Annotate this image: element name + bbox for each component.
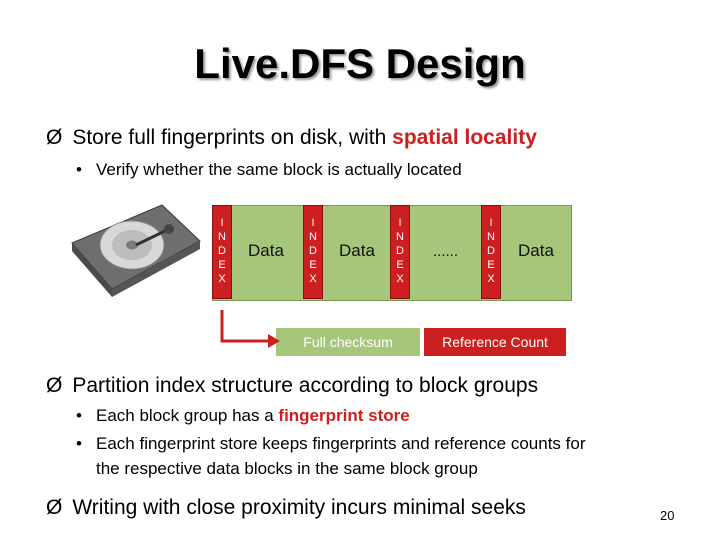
index-letters: I N D E X [487,217,495,285]
index-block-4: I N D E X [481,205,501,299]
bullet-2-sub-1-highlight: fingerprint store [278,406,410,425]
index-block-2: I N D E X [303,205,323,299]
bullet-2: Ø Partition index structure according to … [46,374,538,398]
dot-bullet-icon: • [76,160,82,179]
arrow-bullet-icon: Ø [46,126,63,149]
data-label-2: Data [339,241,375,260]
bullet-1-sub-1-text: Verify whether the same block is actuall… [96,160,462,179]
bullet-2-sub-2-line-1: Each fingerprint store keeps fingerprint… [96,434,586,453]
bullet-2-sub-2-continued: the respective data blocks in the same b… [96,459,478,479]
bullet-1-sub-1: • Verify whether the same block is actual… [76,160,462,180]
bullet-1-highlight: spatial locality [392,126,537,149]
bullet-1: Ø Store full fingerprints on disk, with s… [46,126,537,150]
slide-title: Live.DFS Design [194,40,526,87]
dot-bullet-icon: • [76,406,82,425]
index-block-1: I N D E X [212,205,232,299]
full-checksum-box: Full checksum [276,328,420,356]
bullet-3: Ø Writing with close proximity incurs min… [46,496,526,520]
bullet-2-text: Partition index structure according to b… [72,374,539,397]
arrow-bullet-icon: Ø [46,496,63,519]
page-number: 20 [660,508,675,523]
bullet-2-sub-1-text: Each block group has a [96,406,279,425]
data-label-1: Data [248,241,284,260]
dot-bullet-icon: • [76,434,82,453]
reference-count-box: Reference Count [424,328,566,356]
index-letters: I N D E X [218,217,226,285]
index-letters: I N D E X [396,217,404,285]
arrow-bullet-icon: Ø [46,374,63,397]
index-block-3: I N D E X [390,205,410,299]
bullet-2-sub-1: • Each block group has a fingerprint stor… [76,406,410,426]
data-label-3: Data [518,241,554,260]
bullet-1-text: Store full fingerprints on disk, with [72,126,393,149]
bullet-2-sub-2: • Each fingerprint store keeps fingerprin… [76,434,586,454]
bullet-3-text: Writing with close proximity incurs mini… [72,496,526,519]
ellipsis-label: ...... [433,243,459,260]
bullet-2-sub-2-line-2: the respective data blocks in the same b… [96,459,478,478]
index-letters: I N D E X [309,217,317,285]
